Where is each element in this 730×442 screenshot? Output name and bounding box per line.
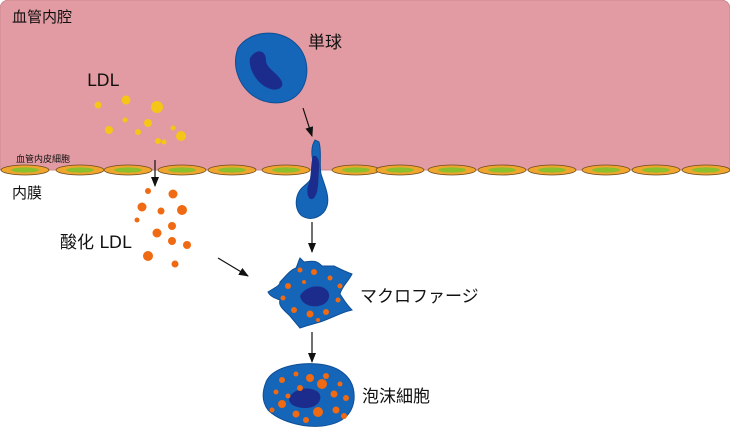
- endothelial-nucleus: [386, 167, 414, 173]
- ldl-particle: [155, 138, 161, 144]
- oxidized-ldl-particle: [143, 251, 153, 261]
- oxidized-ldl-particle: [145, 188, 151, 194]
- lipid-droplet: [302, 280, 306, 284]
- label-intima: 内膜: [12, 184, 42, 202]
- endothelial-nucleus: [168, 167, 196, 173]
- endothelial-nucleus: [218, 167, 246, 173]
- macrophage-lipid-droplets: [280, 267, 343, 322]
- lipid-droplet: [323, 373, 329, 379]
- monocyte-nucleus: [249, 51, 283, 90]
- endothelial-nucleus: [538, 167, 566, 173]
- lipid-droplet: [280, 295, 286, 301]
- foam-cell-nucleus: [289, 388, 321, 408]
- label-foam-cell: 泡沫細胞: [362, 387, 430, 407]
- ldl-particle: [121, 95, 131, 105]
- label-monocyte: 単球: [308, 33, 342, 53]
- label-macrophage: マクロファージ: [360, 287, 479, 307]
- lipid-droplet: [285, 393, 291, 399]
- oxidized-ldl-particle: [134, 217, 140, 223]
- label-endothelial-cell: 血管内皮細胞: [16, 153, 70, 165]
- label-ldl: LDL: [87, 71, 120, 91]
- label-oxidized-ldl: 酸化 LDL: [60, 233, 132, 253]
- oxidized-ldl-particle: [168, 189, 178, 199]
- monocyte-cell: [235, 32, 308, 104]
- oxidized-ldl-particle: [152, 228, 162, 238]
- ldl-particle: [122, 117, 128, 123]
- lipid-droplet: [273, 389, 279, 395]
- ldl-particle: [170, 125, 176, 131]
- ldl-particle: [151, 101, 163, 113]
- foam-cell-lipid-droplets: [269, 371, 349, 423]
- lipid-droplet: [278, 400, 286, 408]
- oxidized-ldl-particles: [134, 188, 191, 268]
- endothelial-nucleus: [592, 167, 620, 173]
- process-arrows: [151, 107, 316, 363]
- lipid-droplet: [341, 413, 347, 419]
- oxidized-ldl-particle: [183, 241, 191, 249]
- oxidized-ldl-particle: [171, 260, 179, 268]
- lipid-droplet: [332, 406, 340, 414]
- lipid-droplet: [317, 379, 327, 389]
- foam-cell: [262, 363, 355, 427]
- ldl-particle: [94, 101, 102, 109]
- lipid-droplet: [279, 377, 285, 383]
- macrophage-cell: [267, 257, 354, 329]
- lipid-droplet: [285, 283, 291, 289]
- endothelial-nucleus: [488, 167, 516, 173]
- endothelial-nucleus: [642, 167, 670, 173]
- transmigrating-monocyte: [295, 139, 329, 219]
- lipid-droplet: [291, 307, 297, 313]
- ldl-particle: [135, 129, 141, 135]
- ldl-particle: [144, 119, 152, 127]
- macrophage-nucleus: [300, 286, 330, 307]
- endothelial-nucleus: [114, 167, 142, 173]
- lipid-droplet: [306, 310, 314, 318]
- lipid-droplet: [306, 374, 314, 382]
- label-vessel-lumen: 血管内腔: [12, 8, 72, 26]
- endothelial-nucleus: [692, 167, 720, 173]
- lipid-droplet: [297, 385, 303, 391]
- lipid-droplet: [292, 410, 300, 418]
- lipid-droplet: [311, 269, 317, 275]
- endothelial-nucleus: [438, 167, 466, 173]
- endothelial-nucleus: [11, 167, 39, 173]
- oxidized-ldl-particle: [168, 222, 176, 230]
- oxidized-ldl-particle: [157, 207, 165, 215]
- lipid-droplet: [323, 309, 329, 315]
- lipid-droplet: [303, 417, 309, 423]
- lipid-droplet: [293, 371, 299, 377]
- oxidized-ldl-particle: [177, 205, 187, 215]
- endothelial-layer: [0, 164, 730, 176]
- endothelial-nucleus: [342, 167, 370, 173]
- transmigrating-nucleus: [307, 155, 320, 200]
- ldl-particle: [161, 139, 167, 145]
- oxidized-ldl-particle: [137, 202, 147, 212]
- lipid-droplet: [330, 390, 338, 398]
- ldl-particle: [176, 131, 186, 141]
- lipid-droplet: [269, 407, 275, 413]
- oxidized-ldl-particle: [168, 237, 176, 245]
- ldl-particles: [94, 95, 186, 145]
- arrow-monocyte-down: [302, 107, 314, 137]
- lipid-droplet: [297, 267, 303, 273]
- endothelial-nucleus: [66, 167, 94, 173]
- lipid-droplet: [337, 283, 343, 289]
- lipid-droplet: [335, 297, 341, 303]
- lipid-droplet: [327, 275, 333, 281]
- endothelial-nucleus: [272, 167, 300, 173]
- lipid-droplet: [316, 318, 320, 322]
- lipid-droplet: [343, 395, 349, 401]
- ldl-particle: [105, 126, 113, 134]
- arrow-oxldl-to-macrophage: [217, 257, 249, 277]
- lipid-droplet: [337, 381, 343, 387]
- lipid-droplet: [313, 407, 323, 417]
